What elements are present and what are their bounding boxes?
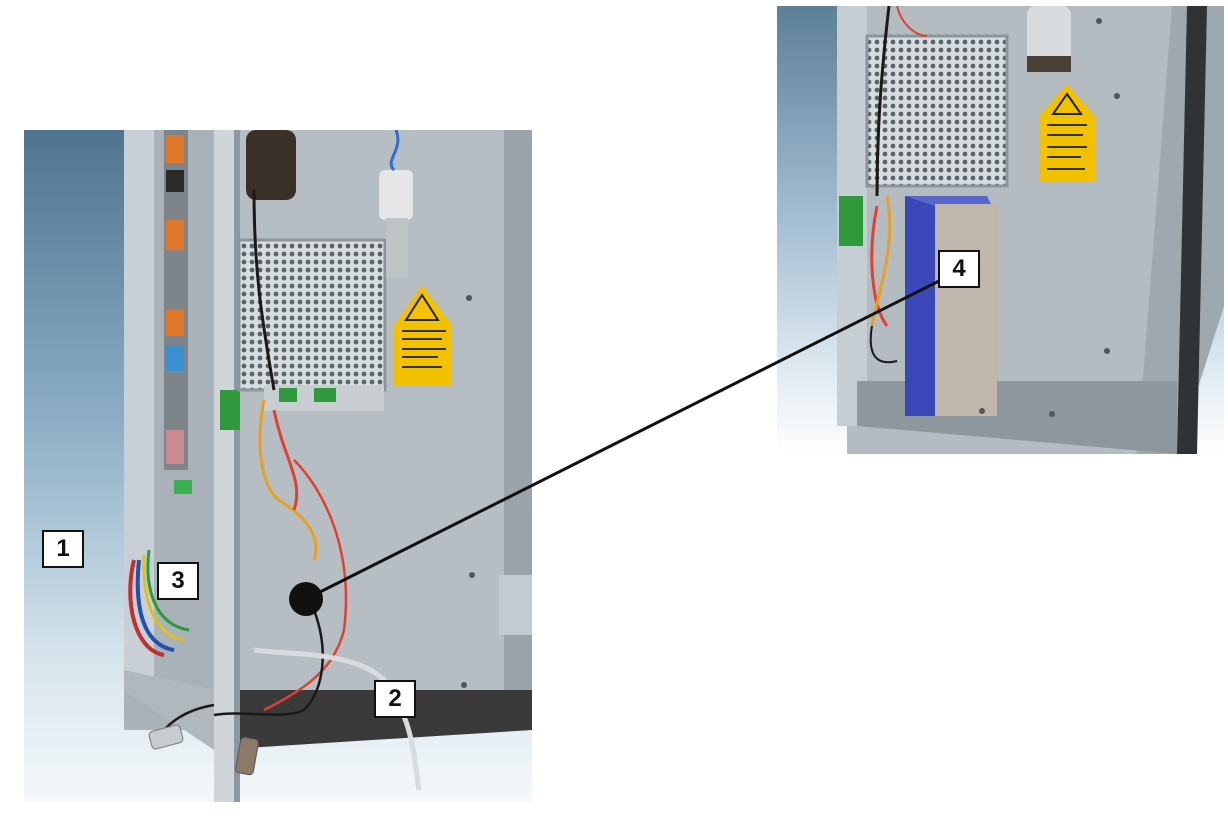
cabinet-detail-photo (777, 6, 1224, 454)
callout-label-2: 2 (374, 680, 416, 718)
callout-label-4: 4 (938, 250, 980, 288)
cabinet-detail-drawing (837, 6, 1224, 454)
callout-label-1: 1 (42, 530, 84, 568)
callout-label-3: 3 (157, 562, 199, 600)
cabinet-interior-photo (24, 130, 532, 802)
cabinet-interior-drawing (124, 130, 532, 802)
